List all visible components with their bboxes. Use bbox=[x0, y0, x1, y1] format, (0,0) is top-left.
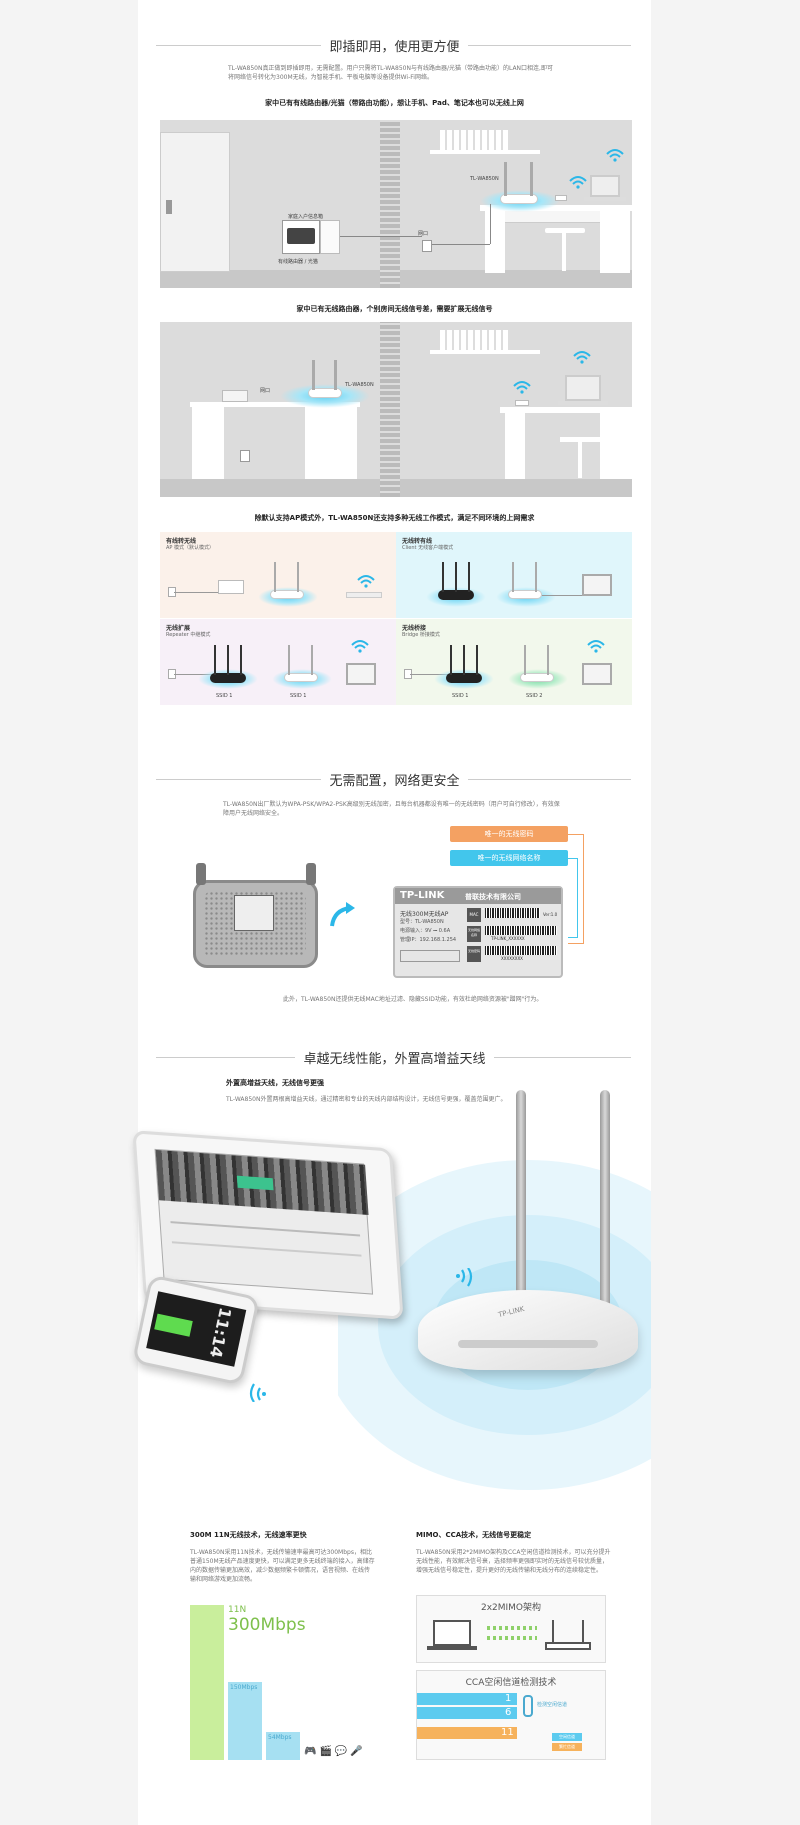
section-title-plug-and-play: 即插即用，使用更方便 bbox=[138, 36, 651, 55]
speed-title: 300M 11N无线技术，无线速率更快 bbox=[190, 1531, 307, 1539]
router-device bbox=[308, 388, 342, 398]
router-device bbox=[222, 390, 248, 402]
scene2-caption: 家中已有无线路由器，个别房间无线信号差，需要扩展无线信号 bbox=[296, 305, 493, 313]
desktop-monitor bbox=[582, 574, 612, 596]
antenna-left bbox=[516, 1090, 526, 1330]
phone-clock: 11:14 bbox=[205, 1305, 236, 1360]
lan-socket bbox=[240, 450, 250, 462]
mic-icon: 🎤 bbox=[350, 1746, 366, 1757]
scene-wireless-extend: TL-WA850N 网口 bbox=[160, 322, 632, 497]
scene-wired-router: 家庭入户信息箱 有线路由器 / 光猫 TL-WA850N 网口 bbox=[160, 120, 632, 288]
arrow-icon bbox=[330, 902, 355, 927]
router-device bbox=[446, 673, 482, 683]
tag-unique-password: 唯一的无线密码 bbox=[450, 826, 568, 842]
section2-desc: TL-WA850N出厂默认为WPA-PSK/WPA2-PSK高级别无线加密，且每… bbox=[223, 801, 560, 817]
lan-label: 网口 bbox=[418, 231, 429, 237]
tag-unique-ssid: 唯一的无线网络名称 bbox=[450, 850, 568, 866]
bar-label-300: 300Mbps bbox=[228, 1615, 306, 1635]
mode-bridge: 无线桥接 Bridge 桥接模式 SSID 1 SSID 2 bbox=[396, 619, 632, 705]
router-device bbox=[270, 590, 304, 599]
wifi-icon bbox=[513, 381, 531, 394]
product-label-card: TP-LINK 普联技术有限公司 无线300M无线AP 型号：TL-WA850N… bbox=[393, 886, 563, 978]
laptop bbox=[565, 375, 601, 401]
scene1-caption: 家中已有有线路由器/光猫（带路由功能），想让手机、Pad、笔记本也可以无线上网 bbox=[265, 99, 524, 107]
antenna-right bbox=[600, 1090, 610, 1330]
section3-desc: TL-WA850N外置两根高增益天线，通过精密和专业的天线内部结构设计，无线信号… bbox=[226, 1096, 507, 1103]
modes-caption: 除默认支持AP模式外，TL-WA850N还支持多种无线工作模式，满足不同环境的上… bbox=[254, 514, 535, 522]
wifi-icon bbox=[357, 575, 375, 588]
router-device bbox=[210, 673, 246, 683]
product-label: TL-WA850N bbox=[470, 176, 499, 182]
barcode bbox=[485, 908, 540, 918]
wifi-signal-icon bbox=[249, 1383, 266, 1402]
brand-logo-text: TP-LINK bbox=[400, 890, 445, 901]
barcode bbox=[485, 946, 557, 955]
brick-wall bbox=[380, 322, 400, 497]
wifi-icon bbox=[569, 176, 587, 189]
section1-desc: TL-WA850N真正做到即插即用，无需配置。用户只需将TL-WA850N与有线… bbox=[228, 65, 553, 81]
section-title-performance: 卓越无线性能，外置高增益天线 bbox=[138, 1048, 651, 1067]
panel-label: 家庭入户信息箱 bbox=[288, 214, 324, 220]
wifi-icon bbox=[573, 351, 591, 364]
desktop-monitor bbox=[346, 663, 376, 685]
wifi-icon bbox=[587, 640, 605, 653]
modem-label: 有线路由器 / 光猫 bbox=[278, 259, 318, 265]
wifi-icon bbox=[351, 640, 369, 653]
barcode bbox=[485, 926, 557, 935]
laptop bbox=[590, 175, 620, 197]
router-device bbox=[438, 590, 474, 600]
mode-repeater: 无线扩展 Repeater 中继模式 SSID 1 SSID 1 bbox=[160, 619, 396, 705]
bar-label-150: 150Mbps bbox=[230, 1684, 258, 1691]
bar-label-54: 54Mbps bbox=[268, 1734, 292, 1741]
section-title-security: 无需配置，网络更安全 bbox=[138, 770, 651, 789]
router-device bbox=[284, 673, 318, 682]
router-main-body: TP-LINK bbox=[418, 1290, 638, 1370]
wifi-signal-icon bbox=[456, 1268, 473, 1287]
section3-subtitle: 外置高增益天线，无线信号更强 bbox=[226, 1079, 324, 1087]
bar-label-11n: 11N bbox=[228, 1605, 247, 1615]
mimo-title: MIMO、CCA技术，无线信号更稳定 bbox=[416, 1531, 532, 1539]
section2-footnote: 此外，TL-WA850N还提供无线MAC地址过滤、隐藏SSID功能，有效杜绝网络… bbox=[283, 996, 543, 1003]
product-page: 即插即用，使用更方便 TL-WA850N真正做到即插即用，无需配置。用户只需将T… bbox=[131, 0, 651, 1825]
cca-box: CCA空闲信道检测技术 1 6 11 检测空闲信道 空闲信道 繁忙信道 bbox=[416, 1670, 606, 1760]
chat-icon: 💬 bbox=[334, 1746, 351, 1757]
mimo-desc: TL-WA850N采用2*2MIMO架构及CCA空闲信道检测技术，可以充分提升无… bbox=[416, 1549, 611, 1574]
bar-54mbps bbox=[266, 1732, 300, 1760]
router-device bbox=[500, 194, 538, 204]
speed-bar-chart: 11N 300Mbps 150Mbps 54Mbps 🎮🎬💬🎤 bbox=[190, 1605, 380, 1760]
bar-150mbps bbox=[228, 1682, 262, 1760]
router-icon bbox=[545, 1642, 591, 1650]
router-bottom-view bbox=[193, 880, 318, 968]
lan-socket bbox=[422, 240, 432, 252]
wireless-modes-grid: 有线转无线 AP 模式（默认模式） 无线转有线 Client 无线客户端模式 bbox=[160, 532, 632, 705]
media-icons: 🎮🎬💬🎤 bbox=[304, 1746, 376, 1758]
laptop-icon bbox=[433, 1620, 471, 1646]
movie-icon: 🎬 bbox=[319, 1746, 335, 1757]
desktop-monitor bbox=[582, 663, 612, 685]
mode-ap: 有线转无线 AP 模式（默认模式） bbox=[160, 532, 396, 618]
bar-300mbps bbox=[190, 1605, 224, 1760]
mimo-box: 2x2MIMO架构 bbox=[416, 1595, 606, 1663]
speed-desc: TL-WA850N采用11N技术，无线传输速率最高可达300Mbps，相比普通1… bbox=[190, 1549, 375, 1583]
router-device bbox=[508, 590, 542, 599]
brick-wall bbox=[380, 120, 400, 288]
wifi-icon bbox=[606, 149, 624, 162]
router-device bbox=[520, 673, 554, 682]
lan-label: 网口 bbox=[260, 388, 271, 394]
router-device bbox=[218, 580, 244, 594]
link-icon bbox=[523, 1695, 533, 1717]
gamepad-icon: 🎮 bbox=[304, 1746, 320, 1757]
mode-client: 无线转有线 Client 无线客户端模式 bbox=[396, 532, 632, 618]
product-label: TL-WA850N bbox=[345, 382, 374, 388]
